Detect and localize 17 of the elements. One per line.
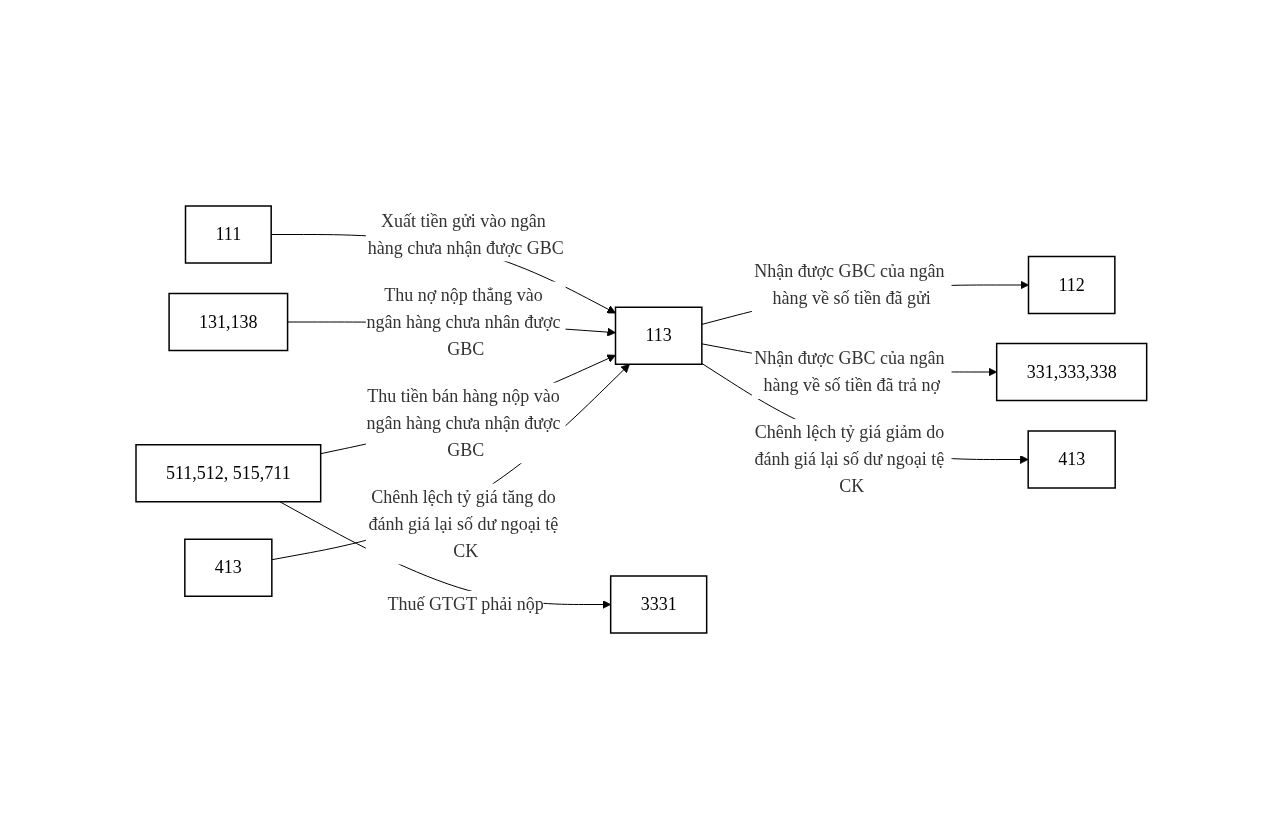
edge-label: Thu tiền bán hàng nộp vào ngân hàng chưa nhận được GBC xyxy=(366,385,561,460)
node-box: 331,333,338 xyxy=(996,342,1148,402)
edge-label: Thu nợ nộp thẳng vào ngân hàng chưa nhân được GBC xyxy=(366,284,561,359)
node-box: 113 xyxy=(614,306,703,365)
edge-label: Chênh lệch tỷ giá giảm do đánh giá lại số dư ngoại tệ CK xyxy=(754,422,945,496)
edge-label: Chênh lệch tỷ giá tăng do đánh giá lại số dư ngoại tệ CK xyxy=(368,486,559,561)
node-box: 3331 xyxy=(610,575,708,634)
node-box: 112 xyxy=(1027,255,1116,315)
node-box: 511,512, 515,711 xyxy=(135,444,322,503)
edge-label: Nhận được GBC của ngân hàng về số tiền đã trả nợ xyxy=(754,348,945,395)
edge-label: Nhận được GBC của ngân hàng về số tiền đã gửi xyxy=(754,261,945,308)
node-box: 111 xyxy=(184,205,273,264)
edge-label: Xuất tiền gửi vào ngân hàng chưa nhận được GBC xyxy=(367,210,564,258)
node-box: 413 xyxy=(1027,430,1117,489)
edge-label: Thuế GTGT phải nộp xyxy=(387,594,544,614)
node-box: 131,138 xyxy=(168,292,289,352)
node-box: 413 xyxy=(184,538,273,597)
